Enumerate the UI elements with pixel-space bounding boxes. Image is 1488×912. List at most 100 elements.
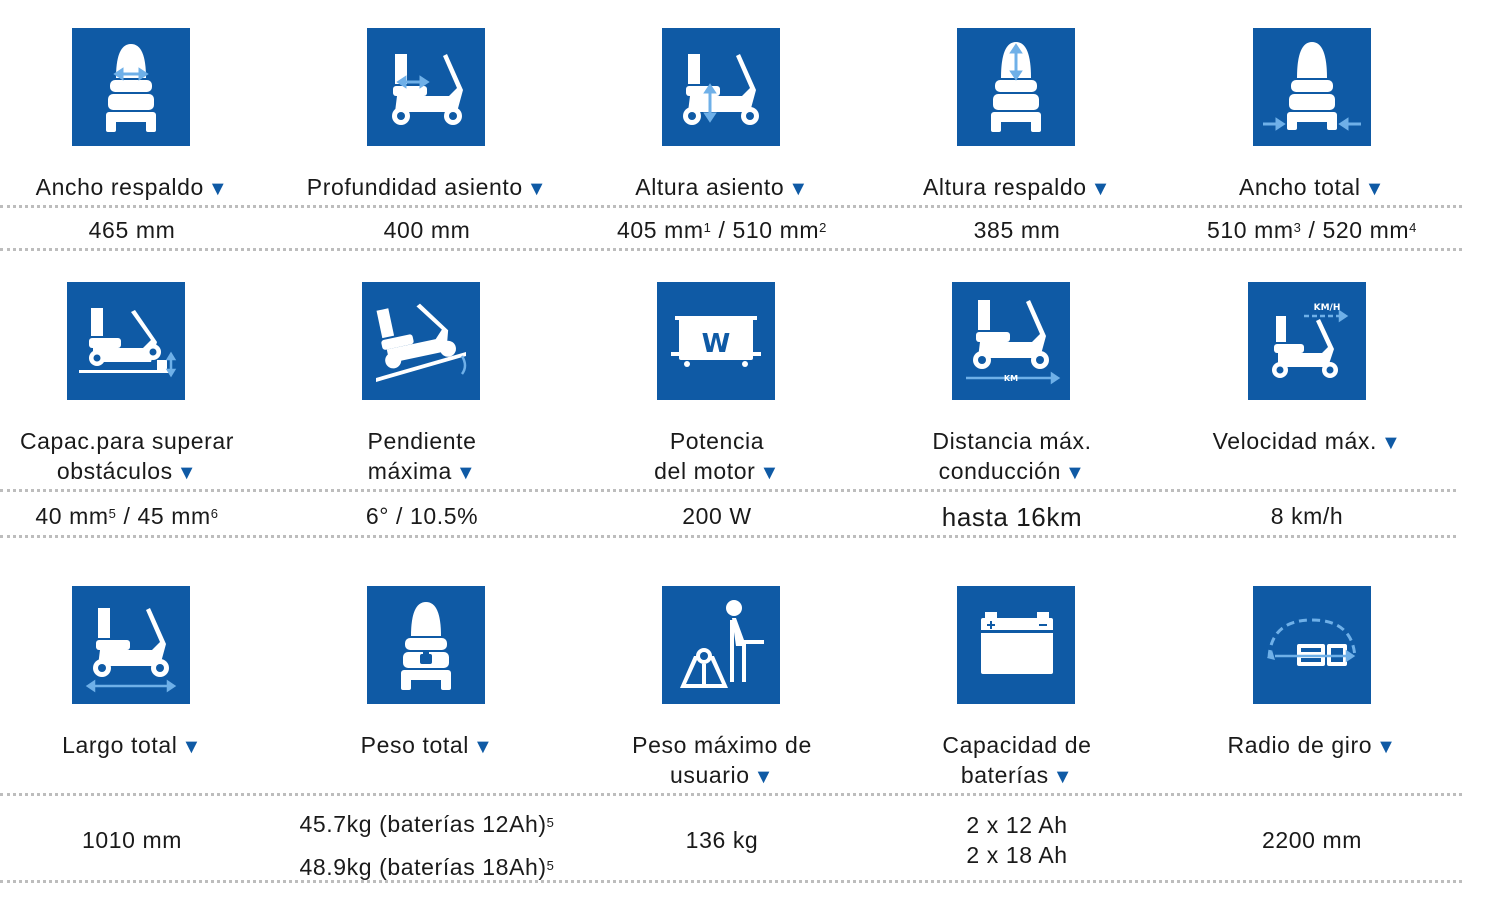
dotted-separator xyxy=(0,248,1462,251)
value-total-weight: 45.7kg (baterías 12Ah)5 48.9kg (baterías… xyxy=(282,803,572,889)
label-text: Pendiente xyxy=(367,428,477,454)
dropdown-triangle-icon[interactable]: ▼ xyxy=(1052,766,1074,788)
label-max-speed[interactable]: Velocidad máx.▼ xyxy=(1162,426,1452,458)
value-part: 40 mm xyxy=(35,503,109,529)
value-turning-radius: 2200 mm xyxy=(1261,827,1363,853)
value-total-width: 510 mm3 / 520 mm4 xyxy=(1167,215,1457,245)
dropdown-triangle-icon[interactable]: ▼ xyxy=(1364,178,1386,200)
label-text: Distancia máx. xyxy=(932,428,1092,454)
dropdown-triangle-icon[interactable]: ▼ xyxy=(526,178,548,200)
label-total-weight[interactable]: Peso total▼ xyxy=(282,730,572,762)
value-backrest-height: 385 mm xyxy=(973,217,1061,243)
dropdown-triangle-icon[interactable]: ▼ xyxy=(176,462,198,484)
dropdown-triangle-icon[interactable]: ▼ xyxy=(455,462,477,484)
max-speed-icon: KM/H xyxy=(1248,282,1366,400)
label-max-range[interactable]: Distancia máx. conducción▼ xyxy=(867,426,1157,488)
turning-radius-icon xyxy=(1253,586,1371,704)
value-part: 510 mm xyxy=(1206,217,1294,243)
label-text: Ancho total xyxy=(1238,174,1361,200)
battery-capacity-icon xyxy=(957,586,1075,704)
dropdown-triangle-icon[interactable]: ▼ xyxy=(181,736,202,758)
seat-height-icon xyxy=(662,28,780,146)
dotted-separator xyxy=(0,535,1456,538)
dropdown-triangle-icon[interactable]: ▼ xyxy=(1064,462,1086,484)
label-text: Largo total xyxy=(62,732,178,758)
total-weight-icon xyxy=(367,586,485,704)
label-seat-depth[interactable]: Profundidad asiento▼ xyxy=(282,172,572,204)
value-seat-depth: 400 mm xyxy=(383,217,471,243)
label-text: baterías xyxy=(960,762,1049,788)
value-max-range: hasta 16km xyxy=(941,502,1083,532)
value-max-slope: 6° / 10.5% xyxy=(365,503,479,529)
label-total-length[interactable]: Largo total▼ xyxy=(0,730,277,762)
value-part: 2 x 18 Ah xyxy=(966,842,1068,868)
value-max-speed: 8 km/h xyxy=(1270,503,1344,529)
label-max-user-weight[interactable]: Peso máximo de usuario▼ xyxy=(577,730,867,792)
label-backrest-height[interactable]: Altura respaldo▼ xyxy=(872,172,1162,204)
value-max-user-weight: 136 kg xyxy=(685,827,759,853)
label-text: obstáculos xyxy=(56,458,173,484)
dotted-separator xyxy=(0,880,1462,883)
footnote-marker: 6 xyxy=(210,506,219,521)
value-total-length: 1010 mm xyxy=(81,827,183,853)
label-backrest-width[interactable]: Ancho respaldo▼ xyxy=(0,172,277,204)
footnote-marker: 2 xyxy=(819,220,828,235)
label-text: Altura asiento xyxy=(635,174,785,200)
total-length-icon xyxy=(72,586,190,704)
total-width-icon xyxy=(1253,28,1371,146)
dropdown-triangle-icon[interactable]: ▼ xyxy=(759,462,780,484)
motor-power-icon: W xyxy=(657,282,775,400)
label-text: del motor xyxy=(654,458,756,484)
value-part: 45.7kg (baterías 12Ah) xyxy=(299,811,547,837)
label-motor-power[interactable]: Potencia del motor▼ xyxy=(572,426,862,488)
value-part: 405 mm xyxy=(616,217,704,243)
label-text: Profundidad asiento xyxy=(306,174,523,200)
dropdown-triangle-icon[interactable]: ▼ xyxy=(207,178,229,200)
label-text: Potencia xyxy=(669,428,765,454)
label-text: Peso total xyxy=(360,732,469,758)
value-part: / 510 mm xyxy=(711,217,820,243)
label-text: Radio de giro xyxy=(1227,732,1373,758)
label-text: Altura respaldo xyxy=(922,174,1087,200)
dropdown-triangle-icon[interactable]: ▼ xyxy=(1376,736,1397,758)
svg-text:W: W xyxy=(702,329,731,359)
label-text: máxima xyxy=(367,458,452,484)
value-obstacle-climb: 40 mm5 / 45 mm6 xyxy=(0,501,272,531)
seat-depth-icon xyxy=(367,28,485,146)
backrest-width-icon xyxy=(72,28,190,146)
footnote-marker: 5 xyxy=(546,858,555,873)
backrest-height-icon xyxy=(957,28,1075,146)
label-text: Peso máximo de xyxy=(632,732,812,758)
dropdown-triangle-icon[interactable]: ▼ xyxy=(1090,178,1112,200)
label-text: Velocidad máx. xyxy=(1212,428,1377,454)
svg-text:KM/H: KM/H xyxy=(1314,303,1341,313)
value-part: 48.9kg (baterías 18Ah) xyxy=(299,854,547,880)
label-seat-height[interactable]: Altura asiento▼ xyxy=(577,172,867,204)
value-seat-height: 405 mm1 / 510 mm2 xyxy=(577,215,867,245)
obstacle-climb-icon xyxy=(67,282,185,400)
label-total-width[interactable]: Ancho total▼ xyxy=(1167,172,1457,204)
label-max-slope[interactable]: Pendiente máxima▼ xyxy=(277,426,567,488)
value-part: / 520 mm xyxy=(1301,217,1410,243)
max-slope-icon xyxy=(362,282,480,400)
max-user-weight-icon xyxy=(662,586,780,704)
footnote-marker: 5 xyxy=(546,815,555,830)
label-text: conducción xyxy=(938,458,1061,484)
label-turning-radius[interactable]: Radio de giro▼ xyxy=(1167,730,1457,762)
label-text: usuario xyxy=(669,762,750,788)
dropdown-triangle-icon[interactable]: ▼ xyxy=(472,736,494,758)
label-battery-capacity[interactable]: Capacidad de baterías▼ xyxy=(872,730,1162,792)
dropdown-triangle-icon[interactable]: ▼ xyxy=(753,766,775,788)
value-backrest-width: 465 mm xyxy=(88,217,176,243)
svg-text:KM: KM xyxy=(1004,374,1018,383)
value-part: 2 x 12 Ah xyxy=(966,812,1068,838)
footnote-marker: 1 xyxy=(703,220,712,235)
label-obstacle-climb[interactable]: Capac.para superar obstáculos▼ xyxy=(0,426,272,488)
value-motor-power: 200 W xyxy=(682,503,752,529)
footnote-marker: 4 xyxy=(1409,220,1418,235)
dropdown-triangle-icon[interactable]: ▼ xyxy=(1380,432,1402,454)
label-text: Capac.para superar xyxy=(19,428,235,454)
dotted-separator xyxy=(0,205,1462,208)
footnote-marker: 3 xyxy=(1293,220,1302,235)
dropdown-triangle-icon[interactable]: ▼ xyxy=(788,178,809,200)
